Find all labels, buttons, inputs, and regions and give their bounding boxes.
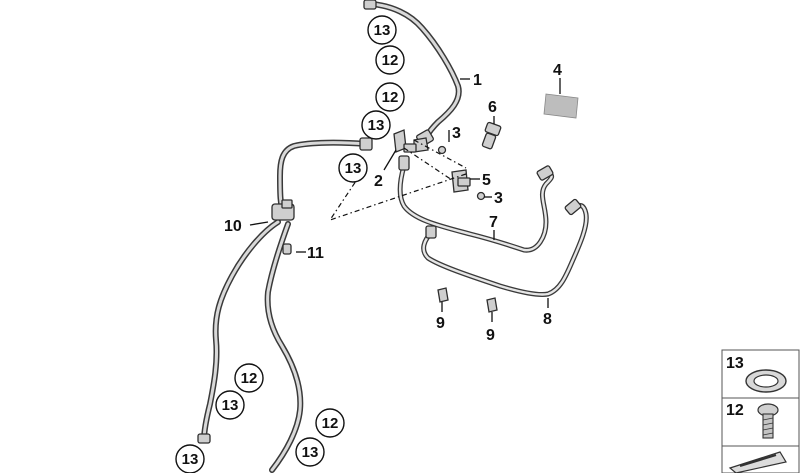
svg-text:12: 12 — [322, 415, 339, 432]
pressure-switch-6 — [481, 121, 502, 150]
circled-label-8: 13 — [175, 444, 205, 473]
svg-text:13: 13 — [345, 160, 362, 177]
svg-text:13: 13 — [368, 117, 385, 134]
banjo-bolt-icon — [757, 403, 779, 439]
svg-text:12: 12 — [241, 370, 258, 387]
svg-text:13: 13 — [302, 444, 319, 461]
svg-text:13: 13 — [182, 451, 199, 468]
part-label-1: 1 — [473, 72, 482, 89]
circled-label-7: 13 — [215, 390, 245, 420]
wedge-shape-icon — [728, 451, 787, 473]
brake-pipe-7 — [397, 155, 555, 253]
part-label-3a: 3 — [452, 125, 461, 142]
leader-lines — [249, 78, 561, 322]
screw-11 — [282, 243, 292, 255]
part-label-10: 10 — [224, 218, 242, 235]
clip-9a — [437, 287, 449, 303]
part-label-9a: 9 — [436, 315, 445, 332]
part-label-2: 2 — [374, 173, 383, 190]
part-label-7: 7 — [489, 214, 498, 231]
part-label-4: 4 — [553, 62, 562, 79]
brake-pipe-8 — [421, 198, 589, 297]
sealing-ring-icon — [745, 369, 787, 393]
circled-label-3: 12 — [375, 82, 405, 112]
distribution-block-10 — [271, 199, 295, 221]
part-label-6: 6 — [488, 99, 497, 116]
part-label-11: 11 — [307, 245, 324, 262]
label-sticker-4 — [543, 93, 579, 119]
svg-text:12: 12 — [382, 52, 399, 69]
legend-panel: 13 12 — [721, 349, 800, 473]
brake-hose-right-lower — [264, 221, 304, 473]
circled-label-10: 13 — [295, 437, 325, 467]
svg-text:12: 12 — [382, 89, 399, 106]
brake-hose-10 — [277, 137, 373, 217]
circled-label-2: 12 — [375, 45, 405, 75]
part-label-5: 5 — [482, 172, 491, 189]
part-label-9b: 9 — [486, 327, 495, 344]
clip-9b — [486, 297, 498, 313]
part-label-8: 8 — [543, 311, 552, 328]
brake-hose-1 — [363, 0, 462, 147]
circled-label-9: 12 — [315, 408, 345, 438]
legend-label-12: 12 — [726, 402, 744, 419]
circled-label-5: 13 — [338, 153, 368, 183]
svg-text:13: 13 — [374, 22, 391, 39]
bolt-3a — [437, 145, 447, 155]
pipe-holder-5 — [451, 169, 471, 193]
svg-text:13: 13 — [222, 397, 239, 414]
assembly-lines — [329, 139, 467, 221]
brake-hose-left-lower — [197, 219, 281, 444]
circled-label-1: 13 — [367, 15, 397, 45]
legend-label-13: 13 — [726, 355, 744, 372]
circled-label-4: 13 — [361, 110, 391, 140]
bolt-3b — [476, 191, 486, 201]
circled-label-6: 12 — [234, 363, 264, 393]
part-label-3b: 3 — [494, 190, 503, 207]
